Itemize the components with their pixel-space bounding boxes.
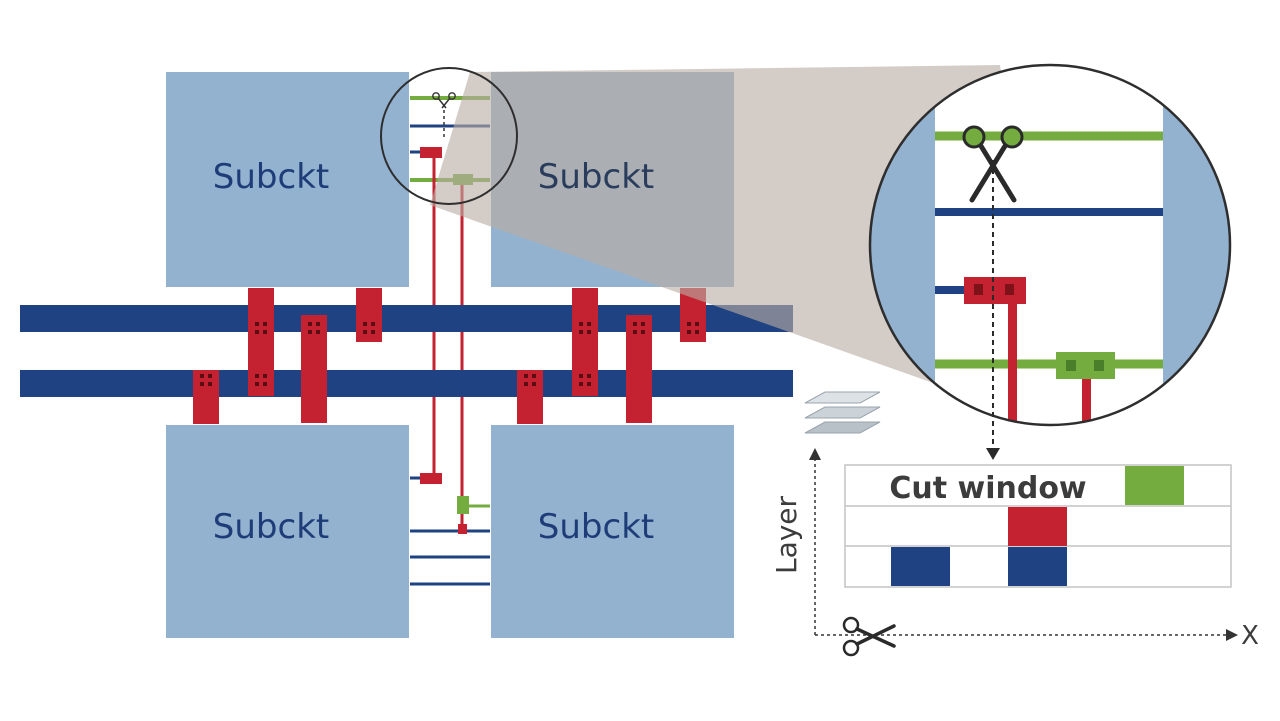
subckt-label-bottom-right: Subckt — [538, 507, 654, 547]
cell-green — [1125, 466, 1184, 505]
axis-scissors-icon — [842, 616, 896, 657]
axes: Layer X — [770, 448, 1259, 657]
subckt-block-bottom-left — [166, 425, 409, 638]
red-via-straps — [193, 288, 706, 424]
subckt-label-bottom-left: Subckt — [213, 507, 329, 547]
scissors-icon — [962, 125, 1024, 203]
cell-blue-2 — [1008, 547, 1067, 586]
cut-window-table: Cut window — [844, 464, 1232, 588]
subckt-label-top-right: Subckt — [538, 157, 654, 197]
cell-blue-1 — [891, 547, 950, 586]
blue-bus-lower — [20, 370, 793, 397]
x-axis-label: X — [1241, 621, 1259, 651]
blue-bus-upper — [20, 305, 793, 332]
cell-red — [1008, 507, 1067, 546]
y-axis-label: Layer — [770, 495, 803, 574]
subckt-block-top-left — [166, 72, 409, 287]
blue-buses — [20, 305, 793, 397]
subckt-block-bottom-right — [491, 425, 734, 638]
layer-stack-icon — [804, 391, 881, 434]
magnifier-lens — [380, 67, 518, 205]
subckt-label-top-left: Subckt — [213, 157, 329, 197]
cut-window-label: Cut window — [889, 471, 1086, 506]
